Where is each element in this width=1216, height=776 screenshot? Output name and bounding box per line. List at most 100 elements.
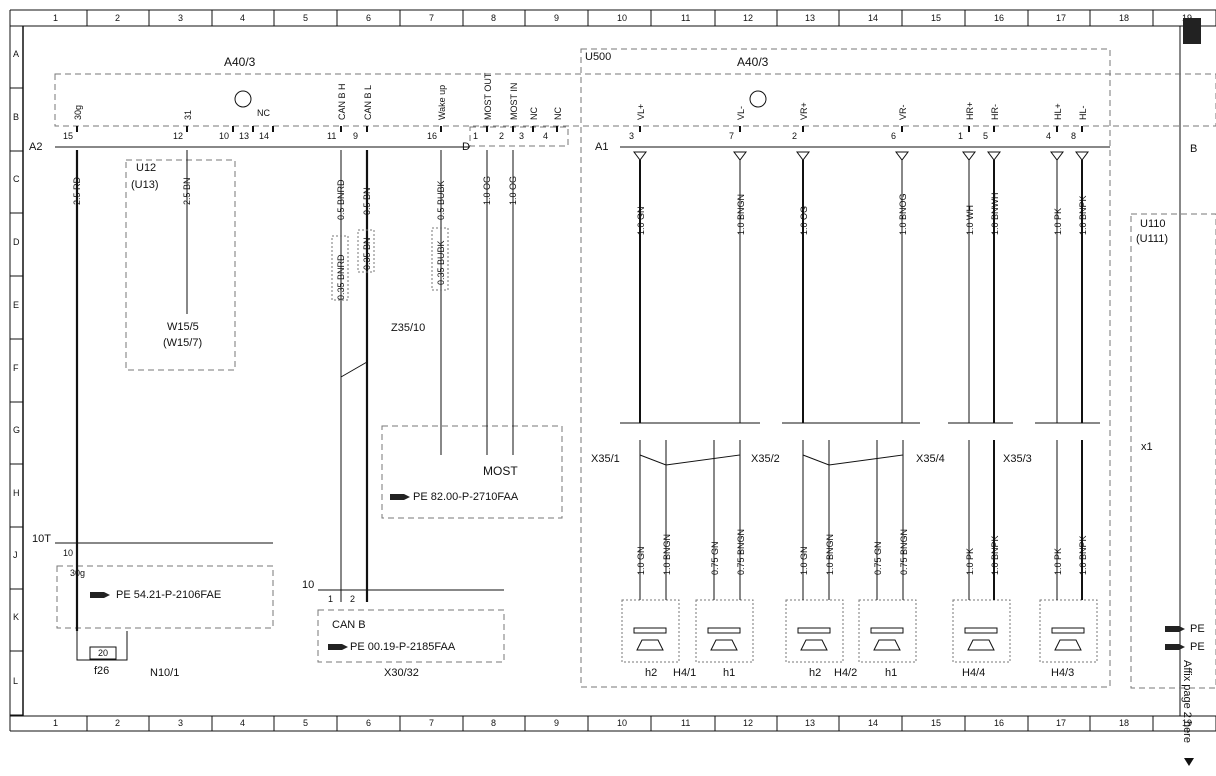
grid-column-label: 7 — [429, 718, 434, 728]
speaker-label: h2 — [809, 667, 821, 679]
speaker-label: H4/3 — [1051, 667, 1074, 679]
grid-column-label: 9 — [554, 718, 559, 728]
grid-column-label: 10 — [617, 13, 627, 23]
u110-label: U110 — [1140, 218, 1165, 230]
grid-column-label: 12 — [743, 718, 753, 728]
grid-column-label: 1 — [53, 718, 58, 728]
grid-row-label: G — [13, 425, 20, 435]
grid-row-label: J — [13, 550, 18, 560]
speaker-box-1 — [621, 599, 680, 663]
grid-column-label: 17 — [1056, 718, 1066, 728]
amp-pin-labels: 3VL+7VL-2VR+6VR-1HR+5HR-4HL+8HL- — [629, 102, 1088, 141]
speaker-box-6 — [1039, 599, 1098, 663]
w15-5-label: W15/5 — [167, 321, 199, 333]
amp-pin-name: HR- — [990, 104, 1000, 120]
amp-wire-label: 1.0 BNGN — [662, 534, 672, 575]
amp-pin-name: VL- — [736, 106, 746, 120]
top-pin-number: 12 — [173, 131, 183, 141]
wire-label: 0.35 BNRD — [336, 254, 346, 300]
grid-column-label: 15 — [931, 13, 941, 23]
amp-wire-label: 0.75 BNGN — [899, 529, 909, 575]
amp-wire-label: 1.0 PK — [965, 548, 975, 575]
top-pin-name: MOST IN — [509, 83, 519, 120]
affix-note: Affix page 2 here — [1181, 660, 1193, 743]
wire-label: 0.35 BUBK — [436, 240, 446, 285]
a40-left-label: A40/3 — [224, 55, 256, 69]
amp-wire-label: 1.0 BNOG — [898, 193, 908, 235]
x35-4-label: X35/4 — [916, 453, 945, 465]
grid-column-label: 8 — [491, 13, 496, 23]
amp-wire-label: 1.0 BNPK — [1078, 195, 1088, 235]
top-pin-name: NC — [529, 107, 539, 120]
amp-wire-label: 0.75 GN — [710, 541, 720, 575]
ref-right-2: PE — [1190, 641, 1205, 653]
grid-column-label: 5 — [303, 13, 308, 23]
grid-column-label: 12 — [743, 13, 753, 23]
speaker-label: h2 — [645, 667, 657, 679]
wire-label: 0.35 BN — [362, 237, 372, 270]
z35-10-label: Z35/10 — [391, 322, 425, 334]
amp-pin-name: HL- — [1078, 105, 1088, 120]
top-pin-name: 30g — [73, 105, 83, 120]
grid-column-label: 1 — [53, 13, 58, 23]
n10-1-label: N10/1 — [150, 667, 179, 679]
nc-label: NC — [257, 108, 270, 118]
amp-wire-label: 1.0 BNPK — [1078, 535, 1088, 575]
wire-label: 1.0 OG — [482, 176, 492, 205]
a1-label: A1 — [595, 141, 608, 153]
arrow-down-icon — [1184, 758, 1194, 766]
u500-module-box — [580, 48, 1111, 688]
top-pin-number: 2 — [499, 131, 504, 141]
ref-most: PE 82.00-P-2710FAA — [413, 491, 519, 503]
f26-label: f26 — [94, 665, 109, 677]
amp-wire-label: 1.0 PK — [1053, 548, 1063, 575]
speaker-label: h1 — [885, 667, 897, 679]
amp-pin-number: 2 — [792, 131, 797, 141]
amp-pin-name: VR- — [898, 104, 908, 120]
amp-pin-number: 3 — [629, 131, 634, 141]
amp-pin-name: HL+ — [1053, 103, 1063, 120]
grid-column-label: 13 — [805, 718, 815, 728]
amp-pin-number: 5 — [983, 131, 988, 141]
amp-pin-number: 1 — [958, 131, 963, 141]
most-connector-box — [469, 126, 569, 147]
grid-row-label: D — [13, 237, 20, 247]
grid-frame — [9, 9, 1216, 732]
x35-2-label: X35/2 — [751, 453, 780, 465]
amp-wire-label: 1.0 BNWH — [990, 192, 1000, 235]
pin-20-label: 20 — [98, 648, 108, 658]
d-label: D — [462, 141, 470, 153]
amp-wire-label: 1.0 BNGN — [736, 194, 746, 235]
u13-label: (U13) — [131, 179, 159, 191]
10t-label: 10T — [32, 533, 51, 545]
a40-module-box — [54, 73, 1216, 127]
amp-wire-label: 1.0 GN — [636, 546, 646, 575]
amp-pin-name: VL+ — [636, 104, 646, 120]
grid-column-label: 18 — [1119, 718, 1129, 728]
grid-column-label: 9 — [554, 13, 559, 23]
grid-row-label: C — [13, 174, 20, 184]
a2-label: A2 — [29, 141, 42, 153]
top-pin-name: 31 — [183, 110, 193, 120]
grid-column-label: 6 — [366, 13, 371, 23]
top-pin-name: CAN B H — [337, 83, 347, 120]
grid-column-label: 16 — [994, 13, 1004, 23]
wire-label: 1.0 OG — [508, 176, 518, 205]
grid-row-label: E — [13, 300, 19, 310]
top-pin-name: CAN B L — [363, 85, 373, 120]
amp-pin-number: 4 — [1046, 131, 1051, 141]
top-pin-number: 14 — [259, 131, 269, 141]
x35-1-label: X35/1 — [591, 453, 620, 465]
top-pin-number: 3 — [519, 131, 524, 141]
a40-right-label: A40/3 — [737, 55, 769, 69]
amp-pin-number: 7 — [729, 131, 734, 141]
amp-pin-number: 8 — [1071, 131, 1076, 141]
amp-wires — [633, 151, 1089, 600]
grid-column-label: 7 — [429, 13, 434, 23]
pin-10-label: 10 — [63, 548, 73, 558]
wire-label: 0.5 BN — [362, 187, 372, 215]
pin-30g-label: 30g — [70, 568, 85, 578]
